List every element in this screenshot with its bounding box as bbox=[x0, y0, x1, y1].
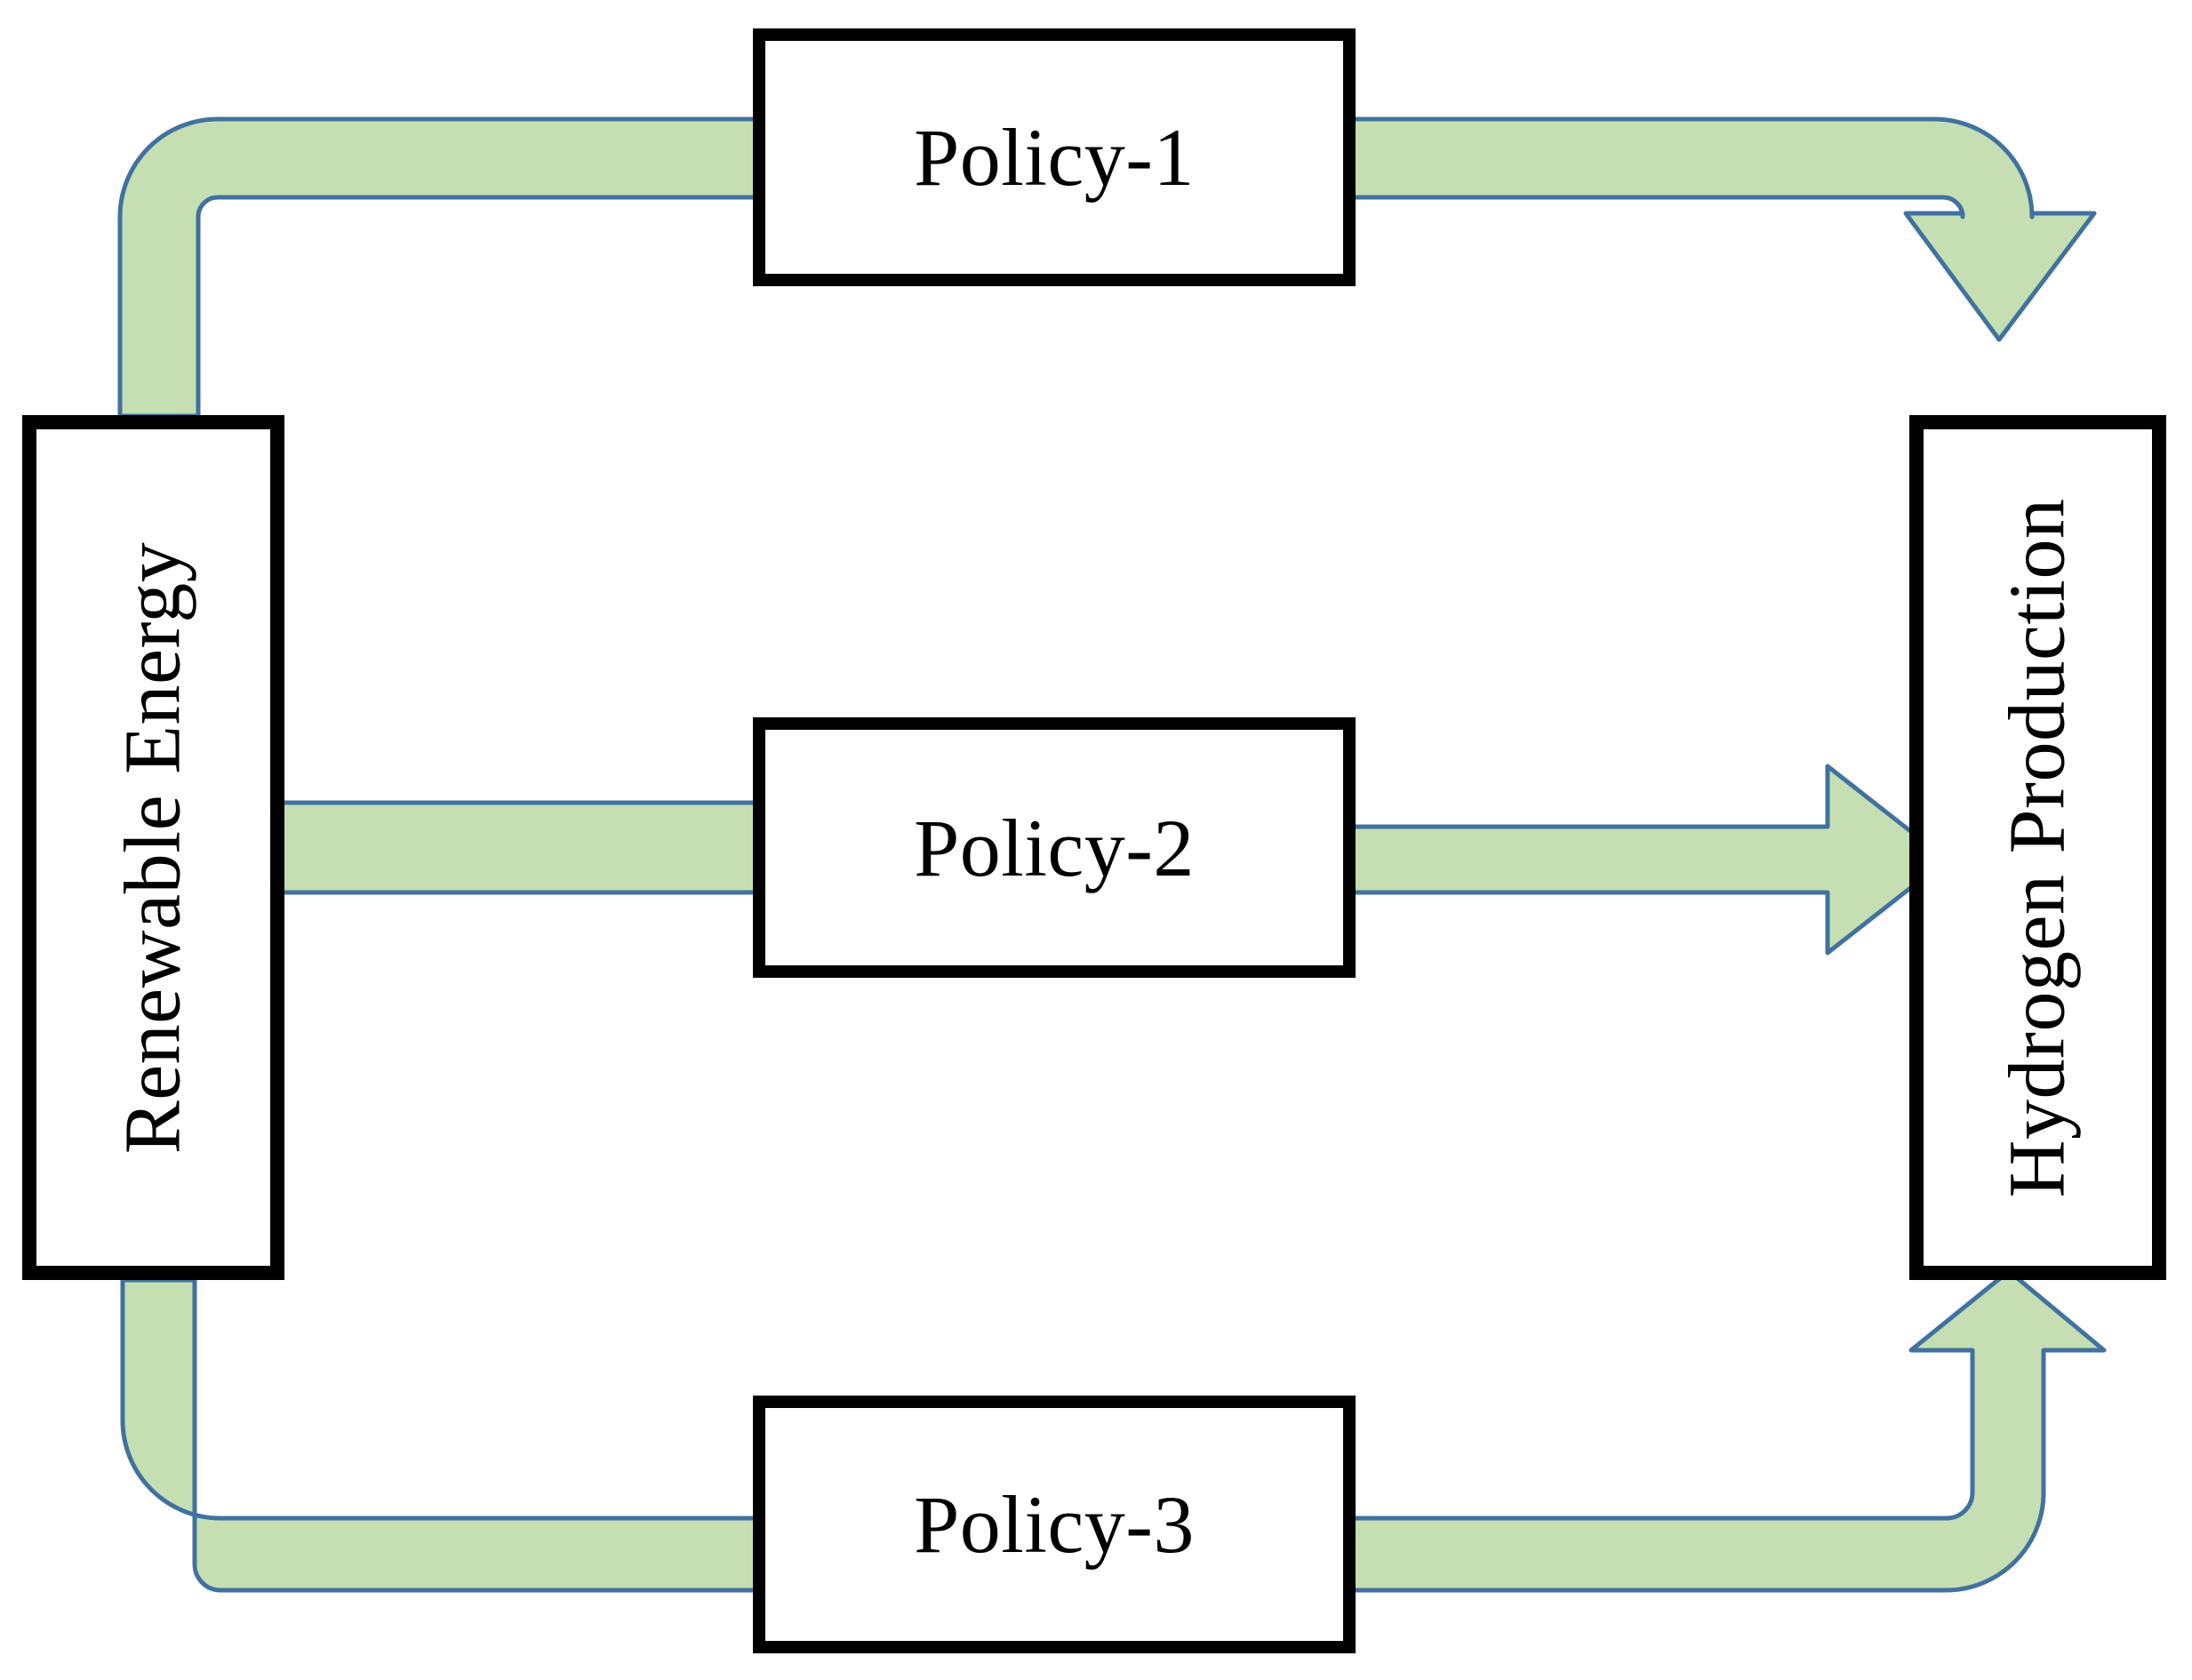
node-policy-3-label: Policy-3 bbox=[914, 1479, 1195, 1570]
connector-policy-1-to-hydrogen bbox=[1349, 116, 2097, 342]
connector-policy-3-to-hydrogen bbox=[1349, 1268, 2107, 1593]
connector-renewable-to-policy-1 bbox=[117, 116, 759, 419]
node-policy-1[interactable]: Policy-1 bbox=[753, 28, 1356, 286]
connector-renewable-to-policy-2 bbox=[278, 800, 759, 895]
node-policy-2[interactable]: Policy-2 bbox=[753, 717, 1356, 978]
node-policy-2-label: Policy-2 bbox=[914, 802, 1195, 893]
node-policy-1-label: Policy-1 bbox=[914, 112, 1195, 203]
node-renewable-energy-label: Renewable Energy bbox=[108, 541, 197, 1154]
node-renewable-energy[interactable]: Renewable Energy bbox=[22, 415, 284, 1280]
node-hydrogen-production[interactable]: Hydrogen Production bbox=[1909, 415, 2166, 1280]
node-policy-3[interactable]: Policy-3 bbox=[753, 1396, 1356, 1653]
node-hydrogen-production-label: Hydrogen Production bbox=[1993, 498, 2082, 1197]
connector-renewable-to-policy-3 bbox=[120, 1277, 759, 1593]
connector-policy-2-to-hydrogen bbox=[1349, 764, 1949, 956]
